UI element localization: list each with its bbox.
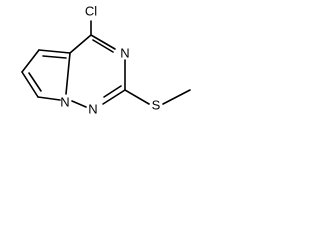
chemical-structure-diagram: Cl N N N S bbox=[21, 3, 191, 116]
nitrogen-label-lower-left: N bbox=[60, 94, 69, 109]
sulfur-label: S bbox=[152, 97, 161, 112]
bond-c6-c7 bbox=[21, 71, 39, 98]
bond-c2-n1-double bbox=[103, 85, 122, 98]
nitrogen-label-lower-right: N bbox=[88, 101, 97, 116]
bond-s-ch3 bbox=[162, 89, 191, 105]
bond-c2-n1 bbox=[102, 89, 126, 105]
bond-c2-s bbox=[124, 89, 150, 105]
bond-c6-c7-inner bbox=[28, 72, 42, 92]
bond-c4a-c5 bbox=[38, 49, 71, 54]
bond-n8-c4a bbox=[65, 52, 71, 95]
bond-n1-n8 bbox=[71, 100, 87, 108]
bond-c4-n3 bbox=[90, 34, 116, 50]
nitrogen-label-upper: N bbox=[120, 45, 129, 60]
bond-c5-c6 bbox=[21, 49, 40, 73]
chlorine-label: Cl bbox=[85, 3, 97, 18]
bond-c4-n3-double bbox=[92, 39, 114, 53]
bond-c7-n8 bbox=[37, 96, 61, 101]
bond-c4a-c5-inner bbox=[42, 55, 67, 59]
bond-c4-c4a bbox=[69, 34, 92, 54]
